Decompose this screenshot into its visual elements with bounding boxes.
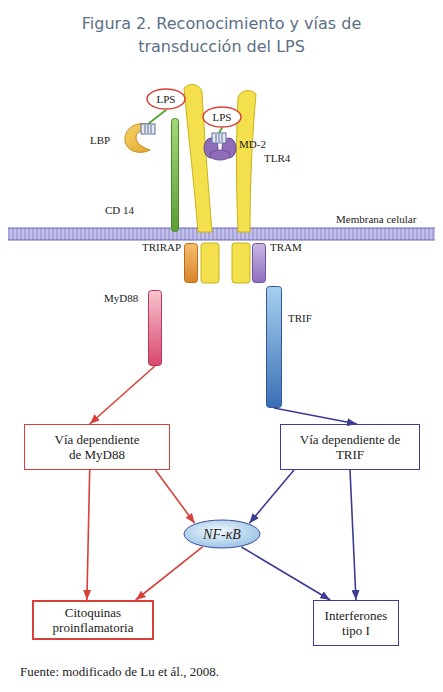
- output-box: Interferones tipo I: [313, 600, 399, 646]
- figure-caption: Fuente: modificado de Lu et ál., 2008.: [20, 664, 219, 680]
- adaptor-protein-shape: [184, 243, 198, 283]
- adaptor-protein-shape: [252, 243, 266, 283]
- node-text: TLR4: [264, 152, 290, 164]
- node-text: CD 14: [105, 204, 134, 216]
- tir-domain: [201, 243, 219, 283]
- lps-molecule: LPS: [202, 106, 242, 128]
- node-text: TRAM: [270, 241, 302, 253]
- node-text: TRIF: [288, 312, 312, 324]
- node-text: TRIRAP: [142, 241, 181, 253]
- annotation-label: Membrana celular: [336, 213, 416, 225]
- pathway-arrow: [90, 366, 155, 424]
- lbp-protein: LBP: [122, 120, 160, 156]
- membrane-edge: [8, 239, 435, 240]
- pathway-arrow: [155, 470, 194, 523]
- node-text: Citoquinas proinflamatoria: [40, 605, 146, 635]
- pathway-arrow: [350, 470, 356, 600]
- pathway-arrow: [87, 470, 90, 600]
- lps-chain: [148, 110, 166, 124]
- adaptor-protein-shape: [148, 290, 162, 366]
- node-text: Vía dependiente de MyD88: [49, 432, 145, 462]
- pathway-arrow: [249, 470, 294, 523]
- cd14-receptor-shape: [171, 118, 179, 232]
- pathway-box: Vía dependiente de TRIF: [280, 424, 420, 470]
- node-text: Vía dependiente de TRIF: [291, 432, 409, 462]
- pathway-arrow: [274, 408, 357, 424]
- lps-molecule: LPS: [146, 88, 186, 110]
- node-text: MyD88: [104, 292, 138, 304]
- membrane-edge: [8, 227, 435, 228]
- node-text: LPS: [213, 110, 232, 125]
- figure-title: Figura 2. Reconocimiento y vías de trans…: [50, 12, 393, 58]
- lps-chain: [219, 128, 222, 133]
- output-box: Citoquinas proinflamatoria: [32, 600, 154, 640]
- cd14-receptor: CD 14: [171, 118, 179, 232]
- node-text: Interferones tipo I: [318, 608, 394, 638]
- node-text: MD-2: [239, 138, 266, 150]
- adaptor-protein-shape: [266, 286, 282, 408]
- node-text: NF-κB: [203, 527, 241, 542]
- pathway-arrow: [242, 547, 331, 600]
- tir-domain: [232, 243, 250, 283]
- adaptor-protein: TRIF: [266, 286, 282, 408]
- node-text: LPS: [157, 92, 176, 107]
- md2-protein-shape: [203, 136, 237, 160]
- pathway-box: Vía dependiente de MyD88: [24, 424, 170, 470]
- md2-protein: MD-2: [203, 136, 237, 160]
- node-text: LBP: [90, 134, 110, 146]
- membrane-band: [8, 228, 435, 240]
- lbp-protein-shape: [122, 120, 160, 156]
- adaptor-protein: TRAM: [252, 243, 266, 283]
- adaptor-protein: MyD88: [148, 290, 162, 366]
- pathway-arrow: [136, 547, 203, 600]
- adaptor-protein: TRIRAP: [184, 243, 198, 283]
- transcription-factor-ellipse: NF-κB: [183, 519, 261, 549]
